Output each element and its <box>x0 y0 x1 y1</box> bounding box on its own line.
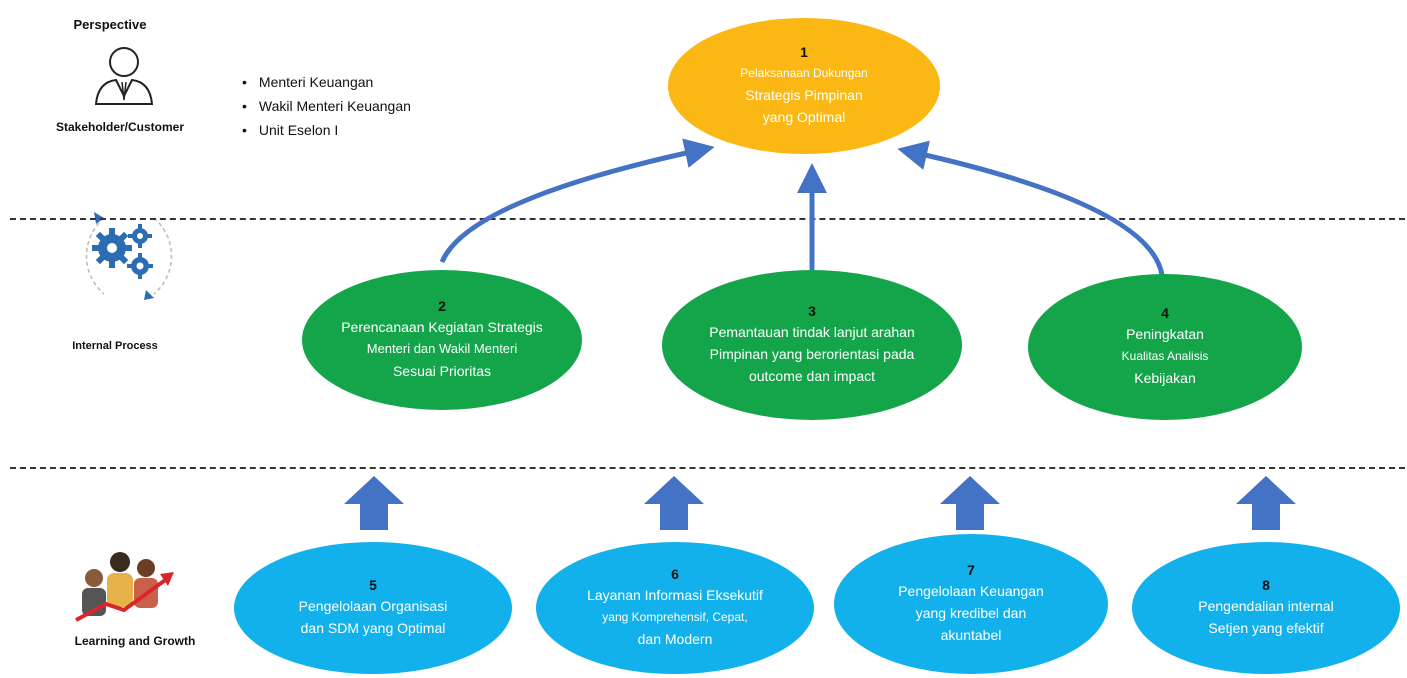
objective-number: 7 <box>967 562 975 578</box>
objective-text: yang Komprehensif, Cepat, <box>602 610 748 624</box>
arrow-2-to-1 <box>439 138 715 264</box>
objective-6: 6 Layanan Informasi Eksekutif yang Kompr… <box>536 542 814 674</box>
objective-number: 8 <box>1262 577 1270 593</box>
objective-text: Pimpinan yang berorientasi pada <box>709 346 915 362</box>
objective-text: Menteri dan Wakil Menteri <box>366 341 518 356</box>
objective-text: Pelaksanaan Dukungan <box>740 66 868 80</box>
objective-text: Pengelolaan Keuangan <box>898 583 1044 599</box>
objective-number: 2 <box>438 298 446 314</box>
objective-text: Setjen yang efektif <box>1208 620 1324 636</box>
gears-icon <box>85 212 173 300</box>
objective-number: 5 <box>369 577 377 593</box>
objective-text: Layanan Informasi Eksekutif <box>587 587 763 603</box>
objective-text: Sesuai Prioritas <box>392 363 492 379</box>
stakeholder-item: Menteri Keuangan <box>242 70 411 94</box>
block-arrow-8 <box>1236 476 1296 530</box>
objective-text: Kualitas Analisis <box>1121 349 1209 363</box>
objective-2: 2 Perencanaan Kegiatan Strategis Menteri… <box>302 270 582 410</box>
block-arrow-5 <box>344 476 404 530</box>
people-growth-icon <box>75 552 174 622</box>
objective-text: Strategis Pimpinan <box>745 87 863 103</box>
stakeholder-item: Wakil Menteri Keuangan <box>242 94 411 118</box>
internal-label: Internal Process <box>72 340 158 352</box>
arrow-4-to-1 <box>897 140 1165 276</box>
objective-8: 8 Pengendalian internal Setjen yang efek… <box>1132 542 1400 674</box>
objective-text: dan SDM yang Optimal <box>300 620 446 636</box>
objective-text: yang Optimal <box>762 109 846 125</box>
divider-top <box>10 218 1405 220</box>
objective-text: dan Modern <box>637 631 713 647</box>
learning-label: Learning and Growth <box>74 634 196 648</box>
objective-text: Kebijakan <box>1134 370 1196 386</box>
objective-text: akuntabel <box>940 627 1002 643</box>
objective-number: 4 <box>1161 305 1169 321</box>
objective-text: Pemantauan tindak lanjut arahan <box>709 324 915 340</box>
objective-1: 1 Pelaksanaan Dukungan Strategis Pimpina… <box>668 18 940 154</box>
stakeholder-label: Stakeholder/Customer <box>55 120 185 134</box>
block-arrow-7 <box>940 476 1000 530</box>
objective-text: Pengendalian internal <box>1198 598 1334 614</box>
divider-bottom <box>10 467 1405 469</box>
objective-text: Perencanaan Kegiatan Strategis <box>341 319 543 335</box>
objective-5: 5 Pengelolaan Organisasi dan SDM yang Op… <box>234 542 512 674</box>
objective-7: 7 Pengelolaan Keuangan yang kredibel dan… <box>834 534 1108 674</box>
objective-4: 4 Peningkatan Kualitas Analisis Kebijaka… <box>1028 274 1302 420</box>
objective-text: outcome dan impact <box>748 368 876 384</box>
perspective-title: Perspective <box>73 17 147 32</box>
objective-number: 1 <box>800 44 808 60</box>
objective-number: 3 <box>808 303 816 319</box>
stakeholder-list: Menteri Keuangan Wakil Menteri Keuangan … <box>242 70 411 142</box>
objective-text: Pengelolaan Organisasi <box>298 598 448 614</box>
person-icon <box>94 47 154 105</box>
objective-text: yang kredibel dan <box>915 605 1027 621</box>
stakeholder-item: Unit Eselon I <box>242 118 411 142</box>
objective-3: 3 Pemantauan tindak lanjut arahan Pimpin… <box>662 270 962 420</box>
block-arrow-6 <box>644 476 704 530</box>
objective-text: Peningkatan <box>1126 326 1204 342</box>
objective-number: 6 <box>671 566 679 582</box>
